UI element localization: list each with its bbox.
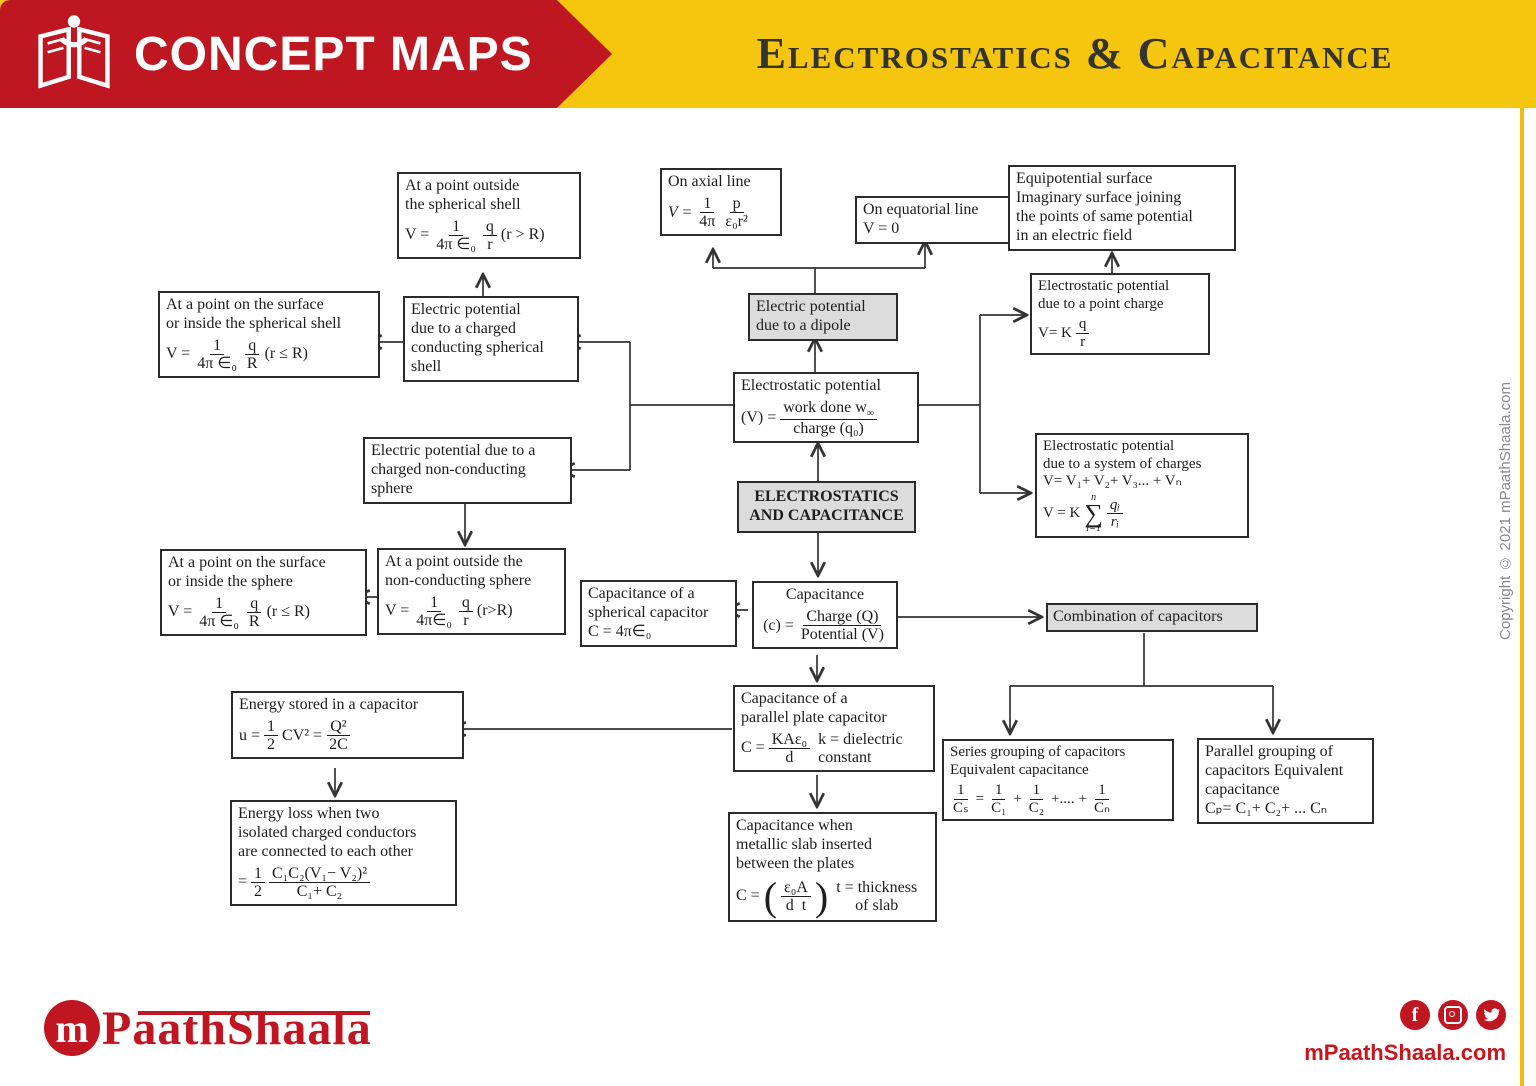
node-electrostatic-potential-definition: Electrostatic potential (V) = work done … xyxy=(733,372,919,443)
node-on-equatorial-line: On equatorial line V = 0 xyxy=(855,196,1011,244)
node-noncond-sphere: Electric potential due to a charged non-… xyxy=(363,437,572,504)
page-title: Electrostatics & Capacitance xyxy=(756,29,1394,78)
node-spherical-capacitor: Capacitance of a spherical capacitor C =… xyxy=(580,580,737,647)
mpaathshaala-logo: m PaathShaala xyxy=(44,1000,372,1056)
node-metallic-slab: Capacitance when metallic slab inserted … xyxy=(728,812,937,922)
facebook-icon[interactable]: f xyxy=(1400,1000,1430,1030)
node-series-grouping: Series grouping of capacitors Equivalent… xyxy=(942,739,1174,822)
node-parallel-plate-capacitor: Capacitance of a parallel plate capacito… xyxy=(733,685,935,772)
node-conducting-spherical-shell: Electric potential due to a charged cond… xyxy=(403,296,579,382)
instagram-icon[interactable] xyxy=(1438,1000,1468,1030)
logo-m-badge: m xyxy=(44,1000,100,1056)
header: CONCEPT MAPS Electrostatics & Capacitanc… xyxy=(0,0,1536,108)
node-parallel-grouping: Parallel grouping of capacitors Equivale… xyxy=(1197,738,1374,824)
footer-right: f mPaathShaala.com xyxy=(1304,1000,1506,1066)
copyright-text: Copyright © 2021 mPaathShaala.com xyxy=(1497,382,1514,640)
node-energy-loss: Energy loss when two isolated charged co… xyxy=(230,800,457,906)
node-point-charge: Electrostatic potential due to a point c… xyxy=(1030,273,1210,356)
node-surface-inside-sphere: At a point on the surface or inside the … xyxy=(160,549,367,636)
yellow-edge-line xyxy=(1520,108,1524,1086)
node-system-of-charges: Electrostatic potential due to a system … xyxy=(1035,433,1249,539)
website-link[interactable]: mPaathShaala.com xyxy=(1304,1040,1506,1065)
concept-maps-banner: CONCEPT MAPS xyxy=(0,0,612,108)
brand-title: CONCEPT MAPS xyxy=(134,27,533,81)
node-dipole: Electric potential due to a dipole xyxy=(748,293,898,341)
logo-wordmark: PaathShaala xyxy=(102,1001,372,1055)
node-outside-noncond-sphere: At a point outside the non-conducting sp… xyxy=(377,548,566,635)
node-combination-of-capacitors: Combination of capacitors xyxy=(1046,603,1258,632)
book-person-logo-icon xyxy=(28,10,120,98)
node-center-electrostatics-capacitance: ELECTROSTATICS AND CAPACITANCE xyxy=(737,481,916,533)
social-icons: f xyxy=(1304,1000,1506,1030)
node-equipotential-surface: Equipotential surface Imaginary surface … xyxy=(1008,165,1236,251)
node-outside-spherical-shell: At a point outside the spherical shell V… xyxy=(397,172,581,259)
node-surface-inside-shell: At a point on the surface or inside the … xyxy=(158,291,380,378)
twitter-icon[interactable] xyxy=(1476,1000,1506,1030)
node-capacitance-definition: Capacitance (c) = Charge (Q)Potential (V… xyxy=(752,581,898,650)
